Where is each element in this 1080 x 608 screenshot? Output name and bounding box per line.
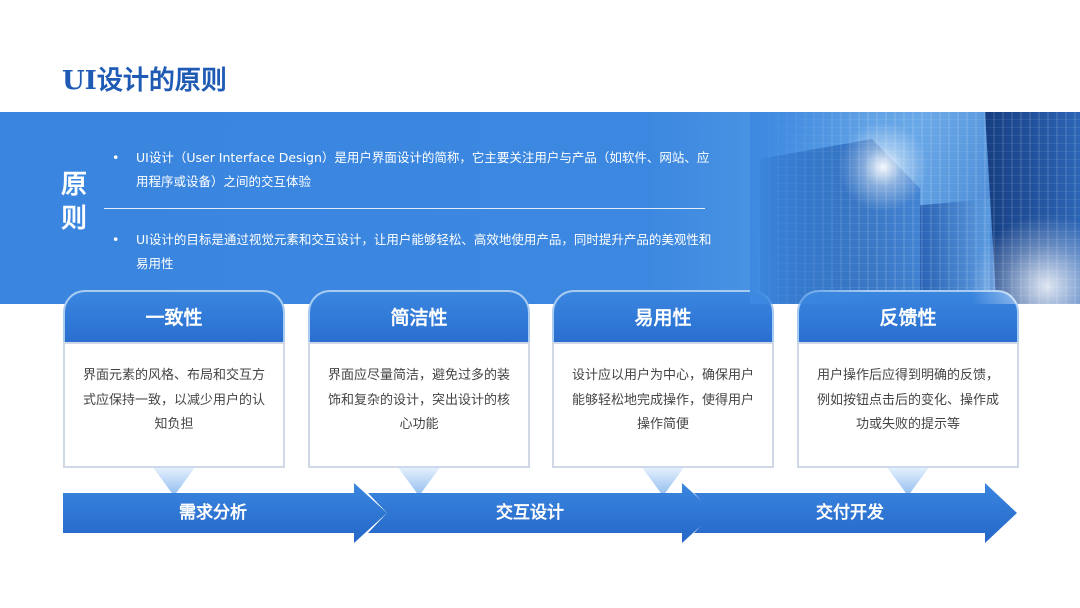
- bullet-dot-icon: •: [112, 232, 120, 247]
- principle-banner: [0, 112, 1080, 304]
- flow-arrow-step: [63, 483, 387, 543]
- flow-step-label: 需求分析: [179, 503, 247, 523]
- page-title: UI设计的原则: [62, 66, 227, 96]
- flow-step-label: 交付开发: [816, 503, 884, 523]
- card-text: 界面应尽量简洁，避免过多的装饰和复杂的设计，突出设计的核心功能: [308, 342, 530, 468]
- card-title: 易用性: [552, 290, 774, 342]
- divider: [104, 208, 705, 209]
- bullet-item: • UI设计（User Interface Design）是用户界面设计的简称，…: [112, 146, 712, 194]
- card-usability: 易用性 设计应以用户为中心，确保用户能够轻松地完成操作，使得用户操作简便: [552, 290, 774, 468]
- card-consistency: 一致性 界面元素的风格、布局和交互方式应保持一致，以减少用户的认知负担: [63, 290, 285, 468]
- card-title: 简洁性: [308, 290, 530, 342]
- principle-label: 原则: [60, 170, 87, 234]
- card-title: 一致性: [63, 290, 285, 342]
- card-feedback: 反馈性 用户操作后应得到明确的反馈，例如按钮点击后的变化、操作成功或失败的提示等: [797, 290, 1019, 468]
- card-text: 界面元素的风格、布局和交互方式应保持一致，以减少用户的认知负担: [63, 342, 285, 468]
- flow-step-label: 交互设计: [496, 503, 564, 523]
- bullet-text: UI设计的目标是通过视觉元素和交互设计，让用户能够轻松、高效地使用产品，同时提升…: [136, 232, 712, 271]
- flow-arrow-step: [368, 483, 715, 543]
- card-text: 设计应以用户为中心，确保用户能够轻松地完成操作，使得用户操作简便: [552, 342, 774, 468]
- bullet-dot-icon: •: [112, 150, 120, 165]
- card-simplicity: 简洁性 界面应尽量简洁，避免过多的装饰和复杂的设计，突出设计的核心功能: [308, 290, 530, 468]
- bullet-item: • UI设计的目标是通过视觉元素和交互设计，让用户能够轻松、高效地使用产品，同时…: [112, 228, 712, 276]
- card-text: 用户操作后应得到明确的反馈，例如按钮点击后的变化、操作成功或失败的提示等: [797, 342, 1019, 468]
- city-skyline-image: [750, 112, 1080, 304]
- bullet-text: UI设计（User Interface Design）是用户界面设计的简称，它主…: [136, 150, 710, 189]
- flow-arrow-step: [694, 483, 1017, 543]
